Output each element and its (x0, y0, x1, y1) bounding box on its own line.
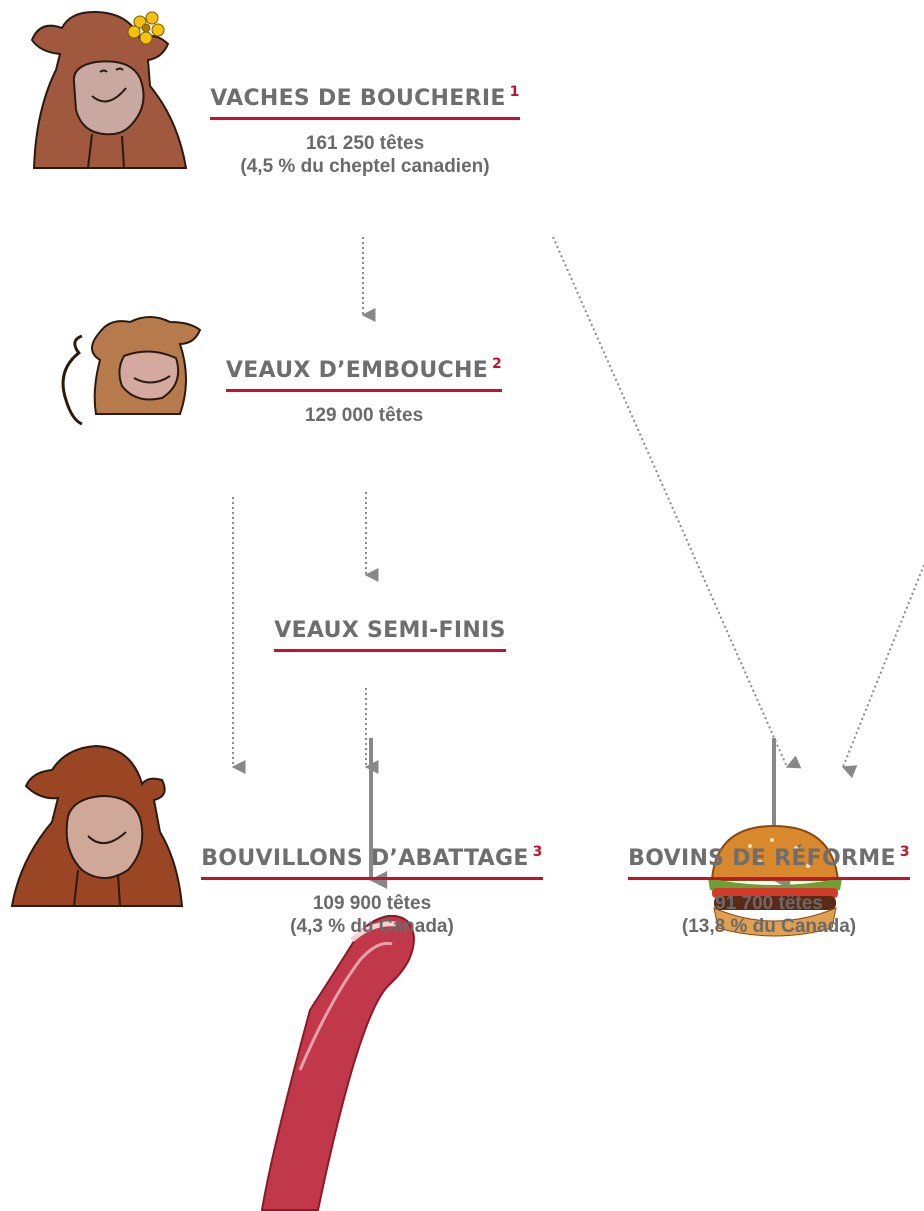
footnote-marker: 2 (492, 356, 503, 372)
footnote-marker: 1 (509, 84, 520, 100)
steak-icon (260, 914, 416, 1211)
node-stat: 161 250 têtes (4,5 % du cheptel canadien… (180, 132, 550, 178)
share-of-canada: (4,5 % du cheptel canadien) (240, 156, 490, 177)
node-stat: 109 900 têtes (4,3 % du Canada) (182, 892, 562, 938)
node-title-text: VEAUX D’EMBOUCHE (225, 358, 489, 383)
head-count: 161 250 têtes (305, 133, 425, 154)
head-count: 129 000 têtes (304, 405, 424, 426)
node-title-text: BOVINS DE RÉFORME (628, 846, 896, 871)
steer-icon (10, 744, 184, 907)
head-count: 91 700 têtes (715, 893, 823, 914)
arrow-offscreen-to-reforme (841, 564, 924, 779)
node-title-text: VACHES DE BOUCHERIE (210, 86, 506, 111)
node-stat: 91 700 têtes (13,8 % du Canada) (614, 892, 924, 938)
node-stat: 129 000 têtes (214, 404, 514, 427)
share-of-canada: (4,3 % du Canada) (290, 916, 454, 937)
share-of-canada: (13,8 % du Canada) (681, 916, 857, 937)
calf-icon (61, 316, 202, 426)
node-title: VEAUX SEMI-FINIS (274, 618, 506, 652)
hamburger-icon (708, 824, 842, 937)
footnote-marker: 3 (899, 844, 910, 860)
arrow-vaches-to-reforme (552, 236, 802, 769)
node-title-text: BOUVILLONS D’ABATTAGE (201, 846, 529, 871)
cow-with-flower-icon (30, 10, 188, 169)
head-count: 109 900 têtes (312, 893, 432, 914)
footnote-marker: 3 (532, 844, 543, 860)
node-veaux-semi-finis: VEAUX SEMI-FINIS (240, 618, 540, 652)
node-title-text: VEAUX SEMI-FINIS (274, 618, 506, 643)
